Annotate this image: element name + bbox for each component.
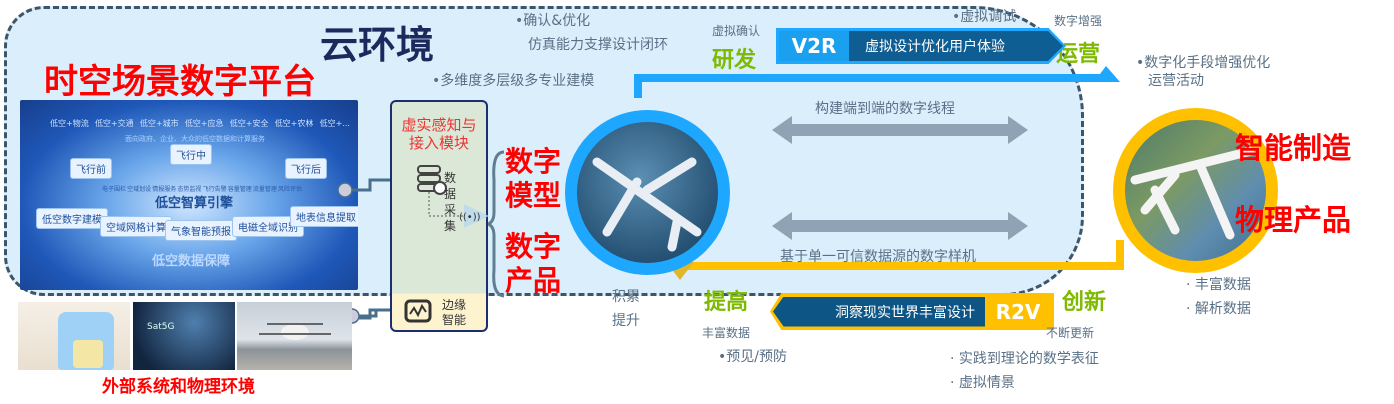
- tag: 低空+...: [319, 119, 350, 128]
- arc-items: 电子围栏 空域划设 情报服务 态势监视 飞行告警 容量管理 流量管理 风险评估: [102, 184, 302, 193]
- note-scenario-text: 虚拟情景: [958, 375, 1015, 391]
- top-tags: 低空+物流 低空+交通 低空+城市 低空+应急 低空+安全 低空+农林 低空+.…: [50, 118, 350, 129]
- thread-label: 构建端到端的数字线程: [815, 101, 955, 117]
- radar-diagram-image: [18, 302, 130, 370]
- engine-item: 地表信息提取: [290, 206, 358, 227]
- stage-innovate: 创新: [1062, 290, 1107, 315]
- engine-item: 电磁全域识别: [232, 216, 304, 237]
- tag: 低空+应急: [184, 119, 224, 128]
- arc-item: 情报服务: [152, 186, 177, 193]
- note-digital-enhance: 数字增强: [1054, 14, 1103, 28]
- stage-ops: 运营: [1056, 42, 1101, 67]
- note-ops-2: 运营活动: [1148, 73, 1204, 89]
- server-icon: ((•)): [417, 165, 489, 228]
- external-title: 外部系统和物理环境: [102, 377, 255, 397]
- stage-rd: 研发: [712, 48, 757, 73]
- arc-item: 飞行告警: [202, 186, 227, 193]
- note-practice-text: 实践到理论的数学表征: [958, 351, 1099, 367]
- note-scenario: · 虚拟情景: [950, 375, 1015, 391]
- wireless-icon: ((•)): [459, 212, 481, 223]
- r2v-badge: R2V: [995, 299, 1041, 324]
- platform-title: 时空场景数字平台: [44, 62, 316, 102]
- connector-node: [337, 182, 353, 198]
- v2r-banner: V2R 虚拟设计优化用户体验: [776, 28, 1066, 64]
- digital-aircraft-image: [565, 110, 730, 275]
- module-title: 虚实感知与接入模块: [401, 116, 477, 152]
- note-practice: · 实践到理论的数学表征: [950, 351, 1099, 367]
- evtol-icon: [259, 323, 331, 340]
- v2r-badge: V2R: [779, 31, 849, 61]
- note-confirm: •确认&优化: [515, 13, 591, 29]
- arc-item: 空域划设: [127, 186, 152, 193]
- prototype-label: 基于单一可信数据源的数字样机: [780, 249, 976, 265]
- satellite-image: Sat5G: [133, 302, 235, 370]
- note-rich-data-2: · 丰富数据: [1186, 277, 1251, 293]
- note-ops-1: •数字化手段增强优化: [1136, 55, 1271, 71]
- note-virtual-debug: •虚拟调试: [952, 9, 1017, 25]
- blue-arrowhead: [1094, 66, 1120, 82]
- platform-image: 低空+物流 低空+交通 低空+城市 低空+应急 低空+安全 低空+农林 低空+.…: [20, 100, 358, 290]
- tag: 低空+交通: [94, 119, 134, 128]
- smart-manufacturing-label: 智能制造: [1235, 131, 1352, 165]
- physical-product-label: 物理产品: [1235, 203, 1352, 237]
- note-update: 不断更新: [1046, 326, 1095, 340]
- evtol-image: [237, 302, 352, 370]
- stage-improve: 提高: [704, 290, 749, 315]
- note-virtual-confirm: 虚拟确认: [712, 24, 761, 38]
- airplane-icon: [592, 157, 702, 252]
- brace: [488, 150, 505, 298]
- r2v-banner: 洞察现实世界丰富设计 R2V: [770, 293, 1054, 330]
- tag: 低空+农林: [274, 119, 314, 128]
- arc-item: 态势监视: [177, 186, 202, 193]
- arc-item: 容量管理: [227, 186, 252, 193]
- digital-model-label: 数字模型: [505, 145, 562, 212]
- data-guarantee-title: 低空数据保障: [152, 254, 231, 269]
- group-label: 飞行中: [170, 144, 212, 165]
- engine-item: 空域网格计算: [100, 216, 172, 237]
- r2v-text: 洞察现实世界丰富设计: [773, 296, 985, 327]
- note-accumulate: 积累: [612, 289, 640, 305]
- blue-flow-line: [634, 74, 1108, 98]
- note-rich-data-2-text: 丰富数据: [1194, 277, 1251, 293]
- group-label: 飞行前: [70, 158, 112, 179]
- airplane-icon: [1130, 145, 1260, 240]
- yellow-flow-line: [680, 240, 1124, 270]
- v2r-text: 虚拟设计优化用户体验: [849, 31, 1063, 61]
- tag: 低空+安全: [229, 119, 269, 128]
- edge-label: 边缘智能: [442, 298, 467, 327]
- prototype-double-arrow: [772, 212, 1028, 240]
- data-collect-label: 数据采集: [444, 171, 457, 233]
- note-modeling: •多维度多层级多专业建模: [432, 73, 595, 89]
- arc-item: 流量管理: [252, 186, 277, 193]
- arc-item: 电子围栏: [102, 186, 127, 193]
- group-label: 飞行后: [285, 158, 327, 179]
- tag: 低空+城市: [139, 119, 179, 128]
- note-improve-dot: 提升: [612, 313, 640, 329]
- arc-item: 风险评估: [277, 186, 302, 193]
- note-analyze: · 解析数据: [1186, 301, 1251, 317]
- platform-subtitle: 面向政府、企业、大众的低空数据和计算服务: [125, 135, 265, 143]
- edge-chip-icon: [404, 299, 432, 323]
- sensing-access-module: 虚实感知与接入模块 ((•)) 数据采集 边缘智能: [390, 100, 489, 332]
- thread-double-arrow: [772, 116, 1028, 144]
- engine-title: 低空智算引擎: [155, 196, 234, 211]
- digital-product-label: 数字产品: [505, 230, 562, 297]
- note-sim: 仿真能力支撑设计闭环: [528, 37, 668, 53]
- tag: 低空+物流: [50, 119, 89, 128]
- note-rich-data: 丰富数据: [702, 326, 751, 340]
- note-analyze-text: 解析数据: [1194, 301, 1251, 317]
- note-predict: •预见/预防: [718, 349, 787, 365]
- sat-label: Sat5G: [147, 322, 175, 332]
- cloud-title: 云环境: [320, 23, 435, 67]
